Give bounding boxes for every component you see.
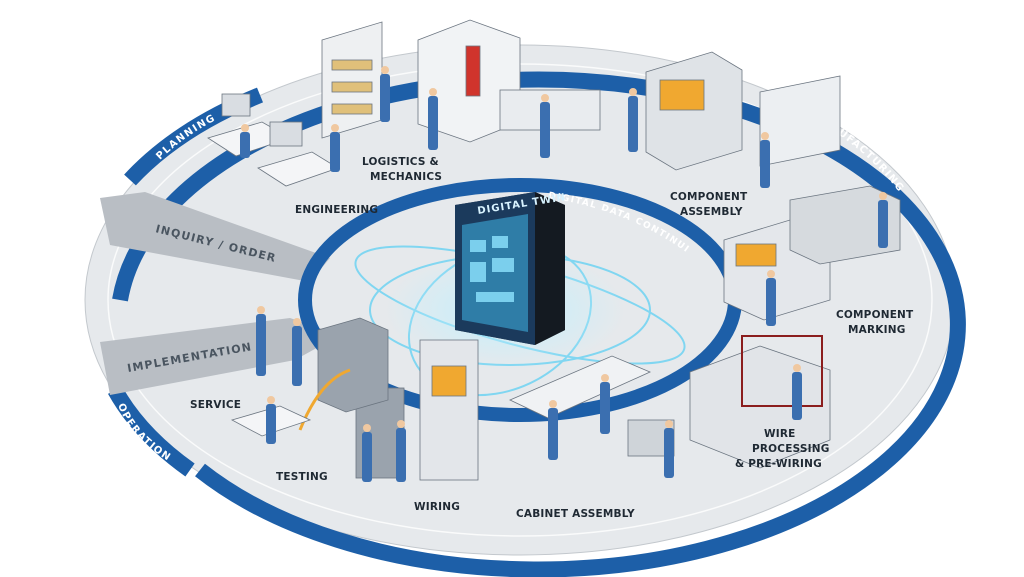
station-wire-processing-label-1: WIRE [764,428,796,440]
station-wire-processing-label-3: & PRE-WIRING [735,458,822,470]
logistics-shelf [321,21,383,139]
station-logistics-label-1: LOGISTICS & [362,156,439,168]
implementation-band [100,318,340,395]
station-logistics-label-2: MECHANICS [370,171,442,183]
station-component-marking-label-1: COMPONENT [836,309,914,321]
operation-ring-segment [108,386,195,477]
station-component-marking-label-2: MARKING [848,324,906,336]
outer-phase-ring [112,71,966,577]
component-assembly-machine [645,51,841,171]
station-testing-label: TESTING [276,471,328,483]
station-cabinet-assembly-label: CABINET ASSEMBLY [516,508,635,520]
station-component-assembly-label-1: COMPONENT [670,191,748,203]
station-service-label: SERVICE [190,399,241,411]
digital-twin-cabinet: DIGITAL TWIN [455,192,567,345]
inquiry-band [100,192,330,282]
station-wire-processing-label-2: PROCESSING [752,443,830,455]
station-wiring-label: WIRING [414,501,460,513]
workers [240,74,888,482]
component-marking-machine [723,185,901,321]
station-engineering-label: ENGINEERING [295,204,378,216]
station-component-assembly-label-2: ASSEMBLY [680,206,743,218]
